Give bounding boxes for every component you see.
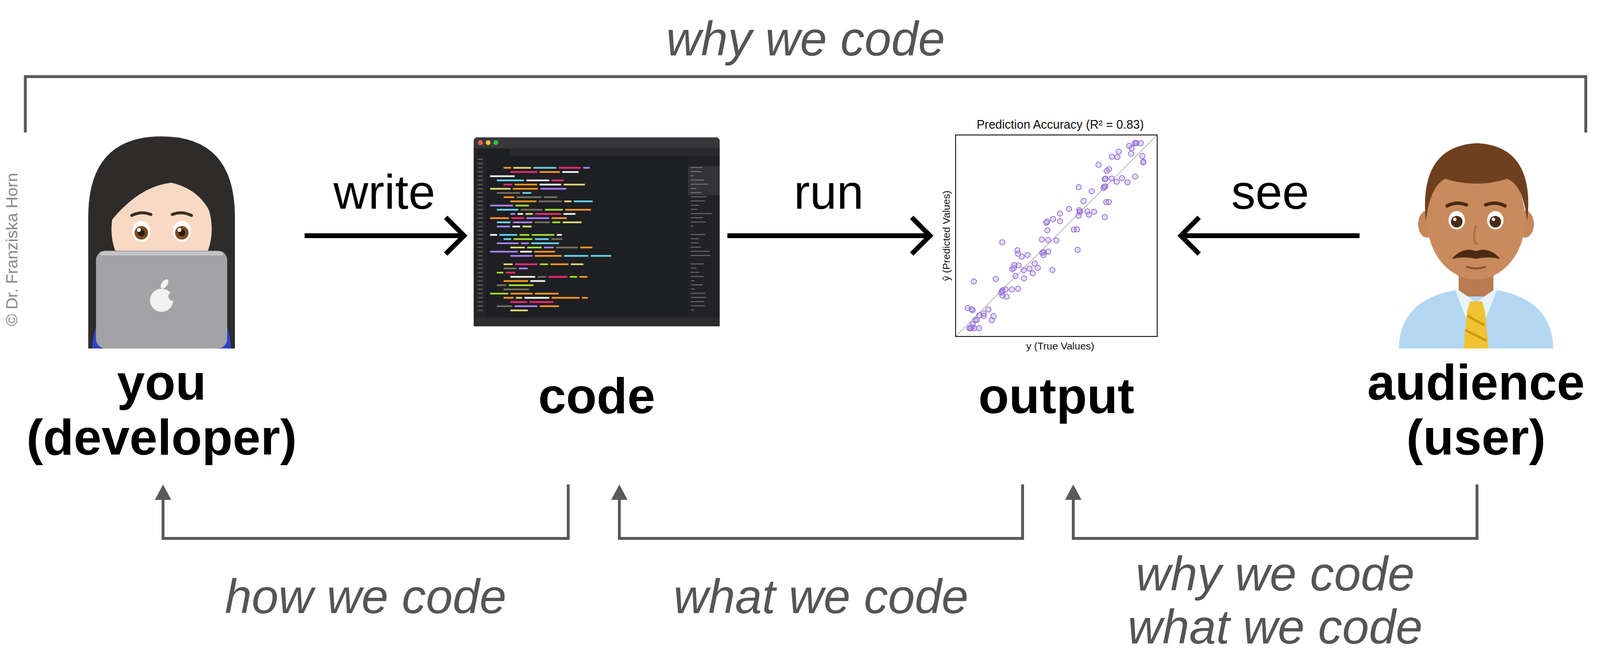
arrow-head [154, 484, 172, 501]
connector-line [727, 233, 929, 239]
connector [727, 217, 930, 255]
code-screenshot [473, 137, 720, 327]
connector [1180, 217, 1360, 255]
connector [1065, 484, 1477, 539]
edge-label: run [793, 165, 864, 219]
connector-line [619, 484, 1023, 539]
arrow-head [1180, 217, 1200, 255]
axis-label: ŷ (Predicted Values) [940, 190, 953, 282]
edge-label: why we code [666, 12, 945, 66]
connector-line [304, 233, 463, 239]
node-label: code [538, 368, 656, 424]
arrow-head [445, 217, 465, 255]
edge-label: why we code what we code [1106, 547, 1445, 654]
edge-label: see [1231, 165, 1310, 219]
edge-label: how we code [224, 570, 507, 624]
node-label: output [978, 368, 1135, 424]
developer-icon [74, 132, 249, 349]
user-node: audience (user) [1366, 132, 1587, 466]
arrow-head [611, 484, 628, 501]
connector [611, 484, 1023, 539]
arrow-head [1065, 484, 1082, 501]
code-node: code [472, 137, 721, 424]
developer-node: you (developer) [25, 132, 299, 466]
output-node: output [954, 134, 1159, 424]
axis-label: y (True Values) [1025, 340, 1095, 353]
edge-label: what we code [673, 570, 969, 624]
connector-line [25, 76, 1587, 133]
connector [25, 76, 1587, 133]
arrow-head [911, 217, 930, 255]
node-label: audience (user) [1367, 355, 1586, 466]
connector-line [1073, 484, 1477, 539]
connector-line [1182, 233, 1360, 239]
copyright-watermark: © Dr. Franziska Horn [2, 173, 22, 327]
scatter-plot [955, 134, 1158, 338]
connector [154, 484, 569, 539]
connector [304, 217, 465, 255]
node-label: you (developer) [26, 355, 298, 466]
edge-label: write [333, 165, 436, 219]
connector-line [163, 484, 569, 539]
user-icon [1394, 132, 1558, 349]
plot-title: Prediction Accuracy (R² = 0.83) [976, 117, 1145, 132]
